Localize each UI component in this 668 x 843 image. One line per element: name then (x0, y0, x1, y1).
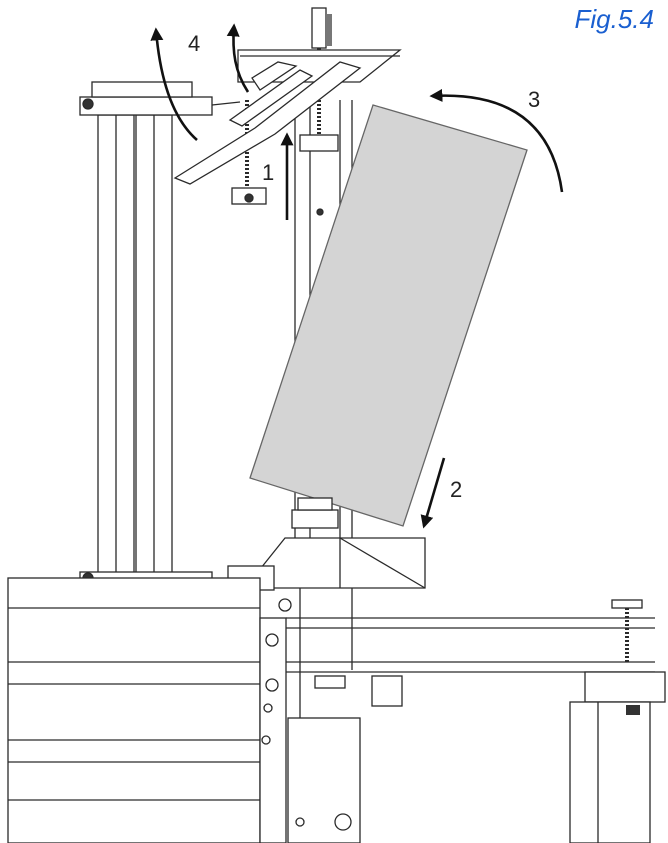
tilted-panel (249, 104, 528, 527)
line-drawing (7, 7, 666, 843)
callout-4: 4 (188, 31, 200, 56)
callout-2: 2 (450, 477, 462, 502)
arrow-4b (226, 23, 250, 93)
base-assembly (7, 497, 666, 843)
arrow-2 (420, 457, 446, 529)
callout-1: 1 (262, 160, 274, 185)
arrow-4a (150, 27, 198, 141)
upper-plate (173, 49, 402, 185)
arrow-3 (429, 88, 564, 193)
figure-title: Fig.5.4 (574, 4, 655, 34)
callout-3: 3 (528, 87, 540, 112)
motion-arrows (150, 23, 564, 529)
